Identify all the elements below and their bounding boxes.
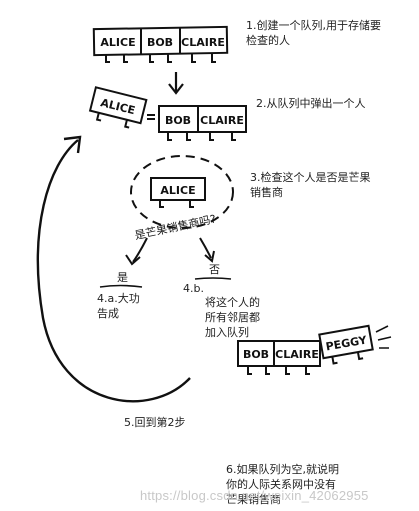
step-4b-text: 将这个人的 所有邻居都 加入队列 (205, 296, 260, 339)
popped-person: ALICE (88, 86, 148, 129)
branch-arrows (125, 237, 215, 266)
step-5-text: 5.回到第2步 (124, 416, 186, 429)
no-underline (194, 277, 232, 280)
check-circle: ALICE (130, 155, 234, 229)
queue-3-item-bob: BOB (243, 348, 269, 361)
step-3-text: 3.检查这个人是否是芒果 销售商 (250, 171, 371, 199)
queue-2: BOB CLAIRE (158, 105, 247, 141)
queue-1-item-claire: CLAIRE (181, 36, 225, 49)
loop-arrow (36, 135, 191, 403)
question-label: 是芒果销售商吗? (133, 211, 217, 242)
branch-yes-label: 是 (117, 271, 128, 284)
queue-3-item-claire: CLAIRE (275, 348, 319, 361)
queue-2-item-claire: CLAIRE (200, 114, 244, 127)
queue-1: ALICE BOB CLAIRE (92, 25, 229, 63)
step-2-text: 2.从队列中弹出一个人 (256, 97, 366, 110)
step-1-text: 1.创建一个队列,用于存储要 检查的人 (246, 19, 381, 47)
step-4a-text: 4.a.大功 告成 (97, 292, 140, 320)
queue-2-item-bob: BOB (165, 114, 191, 127)
motion-lines (375, 325, 392, 349)
queue-1-item-bob: BOB (147, 36, 173, 49)
yes-underline (99, 284, 143, 288)
gap-marks (147, 114, 155, 120)
watermark-text: https://blog.csdn.net/weixin_42062955 (140, 488, 369, 503)
step-6-text: 6.如果队列为空,就说明 你的人际关系网中没有 芒果销售商 (226, 463, 339, 506)
step-4b-label: 4.b. (183, 282, 204, 295)
checking-item-alice: ALICE (160, 184, 195, 197)
queue-1-item-alice: ALICE (100, 36, 135, 49)
arrow-down (168, 72, 184, 95)
branch-no-label: 否 (209, 263, 220, 276)
